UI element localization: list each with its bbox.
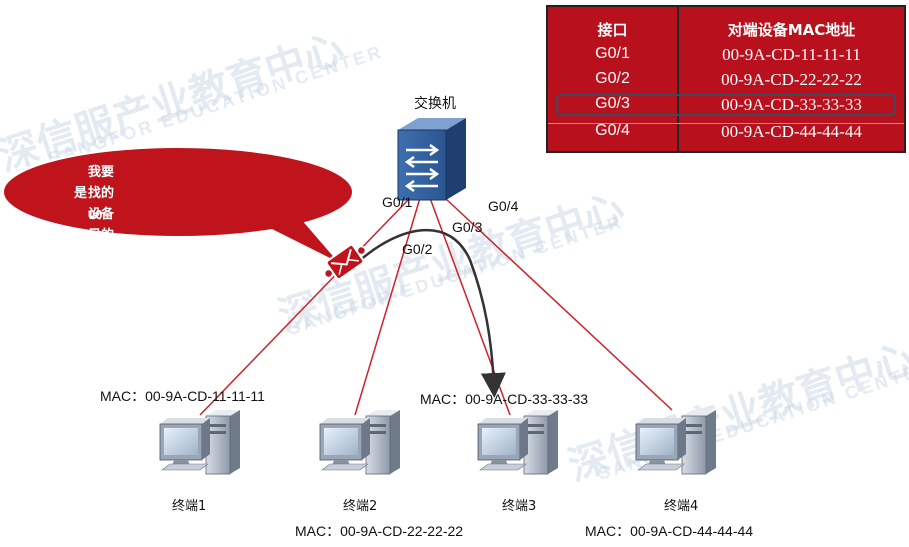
switch-icon — [397, 118, 466, 201]
table-row-mac: 00-9A-CD-22-22-22 — [721, 70, 862, 89]
mac-address-table: 接口 对端设备MAC地址 G0/1 00-9A-CD-11-11-11 G0/2… — [546, 5, 906, 153]
table-row-mac: 00-9A-CD-11-11-11 — [722, 45, 861, 64]
envelope-icon — [323, 243, 367, 281]
port-label-g0-2: G0/2 — [402, 241, 433, 257]
port-label-g0-4: G0/4 — [488, 198, 519, 214]
terminal-1-mac: MAC：00-9A-CD-11-11-11 — [100, 388, 265, 404]
frame-path-arrow — [357, 228, 506, 398]
highlighted-row-outline — [556, 94, 896, 116]
terminal-4-name: 终端4 — [664, 499, 699, 514]
terminal-2-mac: MAC：00-9A-CD-22-22-22 — [295, 523, 464, 539]
terminal-1-pc-icon — [159, 410, 240, 475]
bubble-line-2: 是 — [74, 186, 88, 201]
table-row-mac: 00-9A-CD-44-44-44 — [721, 122, 862, 141]
bubble-line-3: 00-9A-CD-33-33-33 — [88, 207, 112, 327]
terminal-4-pc-icon — [635, 410, 716, 475]
terminal-3-mac: MAC：00-9A-CD-33-33-33 — [420, 391, 589, 407]
row-separator — [548, 123, 904, 124]
bubble-line-1: 我要找的设备目的MAC地址 — [88, 165, 121, 285]
switch-label: 交换机 — [414, 96, 456, 112]
link-g0-2 — [354, 197, 421, 416]
table-row-port: G0/1 — [595, 45, 630, 62]
link-g0-4 — [444, 197, 673, 411]
terminal-2-name: 终端2 — [343, 499, 378, 514]
port-label-g0-3: G0/3 — [452, 219, 483, 235]
table-header-port: 接口 — [597, 21, 628, 39]
terminal-4-mac: MAC：00-9A-CD-44-44-44 — [585, 523, 754, 539]
terminal-2-pc-icon — [319, 410, 400, 475]
speech-bubble — [2, 146, 354, 262]
table-row-port: G0/2 — [595, 70, 630, 87]
terminal-3-name: 终端3 — [502, 499, 537, 514]
terminal-1-name: 终端1 — [172, 499, 207, 514]
port-label-g0-1: G0/1 — [382, 194, 413, 210]
table-row-port: G0/4 — [595, 122, 630, 139]
table-header-mac: 对端设备MAC地址 — [727, 21, 856, 39]
table-row-port: G0/3 — [595, 95, 630, 112]
table-divider — [677, 7, 679, 151]
links — [199, 197, 673, 416]
table-row-mac: 00-9A-CD-33-33-33 — [721, 95, 862, 114]
link-g0-1 — [199, 197, 411, 416]
terminal-3-pc-icon — [477, 410, 558, 475]
